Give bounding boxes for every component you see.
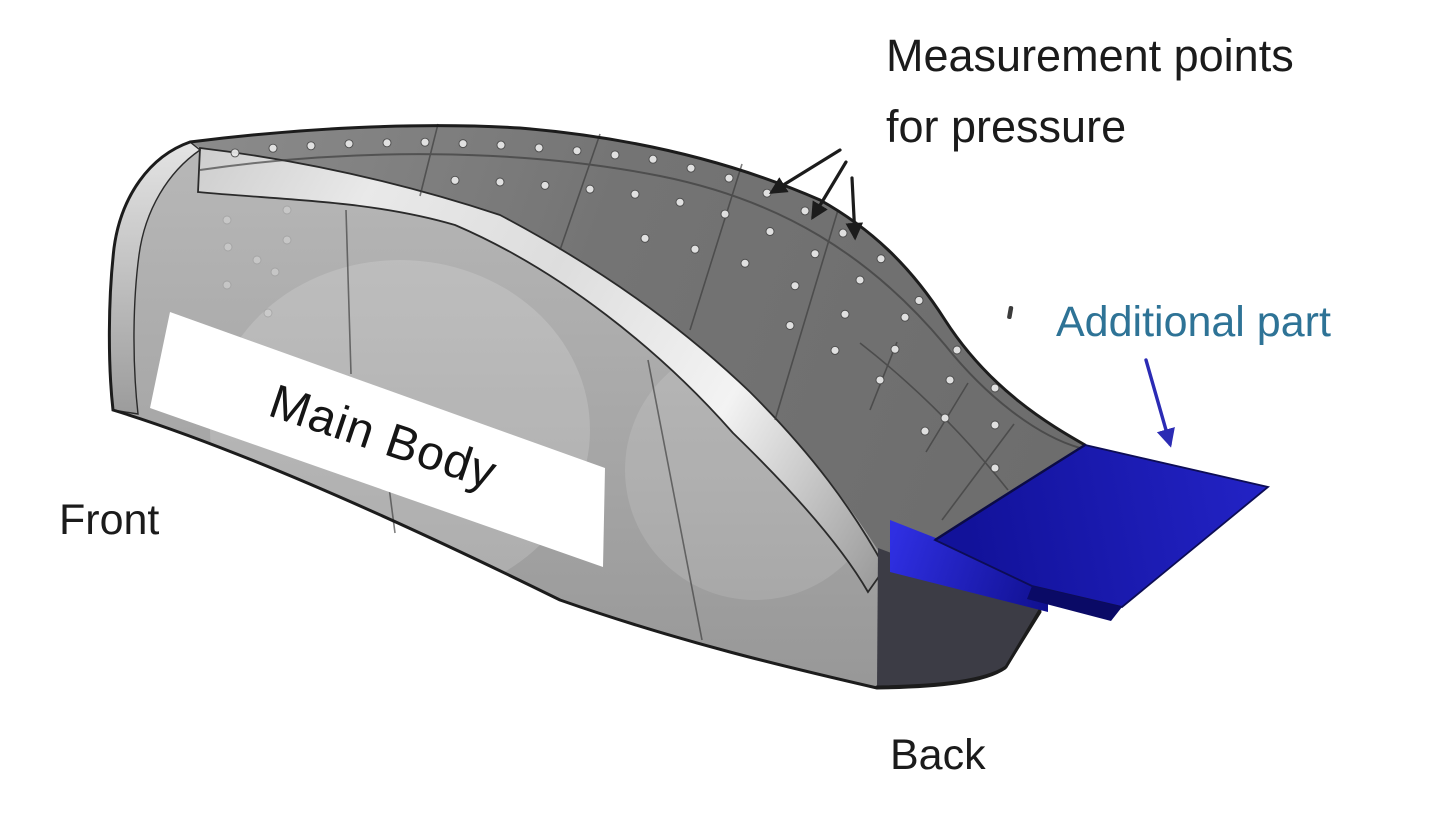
measurement-points-line2: for pressure	[886, 101, 1127, 153]
measurement-dot	[306, 141, 316, 151]
measurement-dot	[282, 235, 292, 245]
measurement-dot	[282, 205, 292, 215]
measurement-dot	[686, 163, 696, 173]
measurement-dot	[252, 255, 262, 265]
measurement-dot	[640, 233, 650, 243]
measurement-dot	[222, 215, 232, 225]
measurement-dot	[838, 228, 848, 238]
additional-part-arrow	[1144, 358, 1175, 448]
additional-part-plate-thickness	[1027, 586, 1122, 621]
measurement-dot	[890, 344, 900, 354]
measurement-dot	[268, 143, 278, 153]
measurement-dot	[450, 175, 460, 185]
measurement-arrow-3	[845, 176, 864, 241]
measurement-dot	[810, 249, 820, 259]
measurement-dot	[223, 242, 233, 252]
measurement-dot	[420, 137, 430, 147]
measurement-dot	[875, 375, 885, 385]
measurement-dot	[990, 383, 1000, 393]
rear-bottom-outline	[875, 608, 1042, 689]
measurement-dot	[534, 143, 544, 153]
measurement-dot	[840, 309, 850, 319]
highlight-rail	[197, 146, 887, 594]
measurement-dot	[458, 139, 468, 149]
measurement-dot	[572, 146, 582, 156]
back-label: Back	[890, 731, 986, 779]
measurement-dot	[540, 180, 550, 190]
measurement-dot	[690, 244, 700, 254]
measurement-dot	[914, 295, 924, 305]
measurement-dot	[222, 280, 232, 290]
plate-attachment-edge	[934, 443, 1086, 542]
measurement-dot	[990, 463, 1000, 473]
measurement-dot	[382, 138, 392, 148]
measurement-dot	[790, 281, 800, 291]
additional-part-vertical-web	[890, 520, 1048, 612]
measurement-dot	[900, 312, 910, 322]
measurement-points-dots	[222, 137, 1000, 473]
measurement-dot	[344, 139, 354, 149]
measurement-dot	[675, 197, 685, 207]
measurement-arrows	[769, 148, 864, 241]
measurement-dot	[648, 154, 658, 164]
measurement-dot	[940, 413, 950, 423]
measurement-dot	[876, 254, 886, 264]
measurement-arrow-2	[811, 160, 848, 221]
main-body-label-band	[150, 312, 605, 567]
measurement-dot	[630, 189, 640, 199]
measurement-dot	[496, 140, 506, 150]
measurement-dot	[263, 308, 273, 318]
measurement-points-label: Measurement points for pressure	[886, 20, 1294, 162]
measurement-dot	[765, 227, 775, 236]
measurement-dot	[945, 375, 955, 385]
measurement-dot	[610, 150, 620, 160]
measurement-dot	[585, 184, 595, 194]
measurement-dot	[230, 148, 240, 158]
measurement-dot	[830, 345, 840, 355]
additional-part-label: Additional part	[1056, 298, 1331, 346]
measurement-dot	[724, 173, 734, 183]
measurement-dot	[720, 209, 730, 219]
measurement-points-line1: Measurement points	[886, 30, 1294, 81]
front-label: Front	[59, 496, 160, 544]
measurement-dot	[270, 267, 280, 277]
tick-mark	[1007, 306, 1014, 320]
measurement-dot	[785, 321, 795, 330]
measurement-dot	[800, 206, 810, 216]
measurement-dot	[762, 188, 772, 198]
measurement-dot	[990, 420, 1000, 430]
measurement-dot	[855, 275, 865, 285]
measurement-dot	[920, 426, 930, 436]
rear-face-shadow	[877, 548, 1040, 687]
measurement-arrow-1	[769, 148, 842, 194]
measurement-dot	[952, 345, 962, 355]
measurement-dot	[495, 177, 505, 187]
measurement-dot	[740, 258, 750, 268]
